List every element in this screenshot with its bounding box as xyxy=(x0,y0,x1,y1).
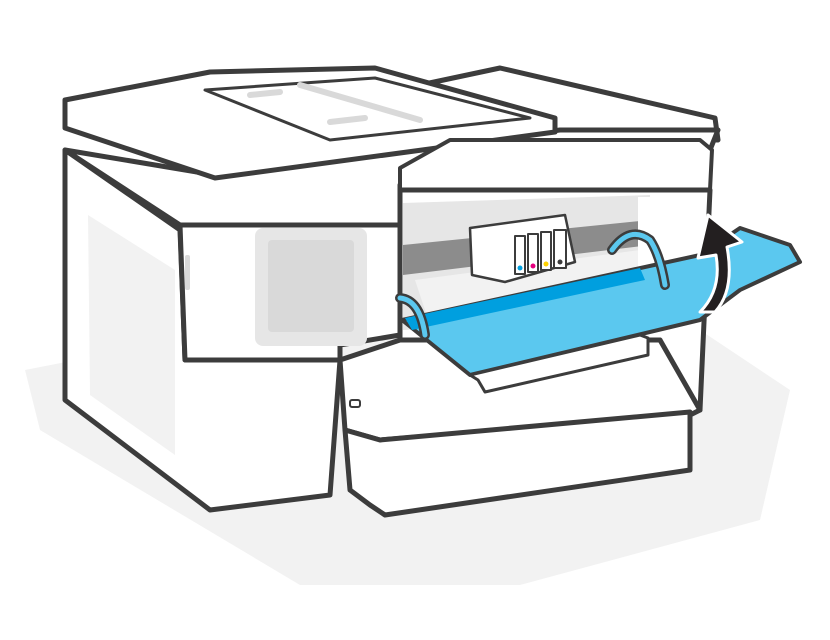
feeder-guides xyxy=(247,82,423,125)
ink-cartridge-black xyxy=(553,229,567,269)
tray-latch xyxy=(349,399,361,408)
side-panel xyxy=(88,215,175,455)
ink-cartridge-magenta xyxy=(527,233,539,273)
door-strip xyxy=(405,268,645,330)
door-handle-right-fill xyxy=(609,231,668,288)
paper-tray xyxy=(342,409,693,518)
output-flap xyxy=(398,138,714,192)
usb-port xyxy=(185,255,190,290)
ink-cartridge-yellow xyxy=(540,231,552,271)
door-tab xyxy=(468,333,650,394)
ink-dot-magenta xyxy=(530,263,536,269)
ink-cartridge-cyan xyxy=(514,235,526,275)
door-handle-left-fill xyxy=(397,295,428,338)
ink-dot-black xyxy=(557,259,563,265)
document-feeder xyxy=(203,76,532,142)
ink-dot-yellow xyxy=(543,261,549,267)
arrow-up-curved-icon xyxy=(696,213,744,314)
control-screen xyxy=(268,240,354,332)
ink-dot-cyan xyxy=(517,265,523,271)
ink-cartridges xyxy=(514,229,567,275)
